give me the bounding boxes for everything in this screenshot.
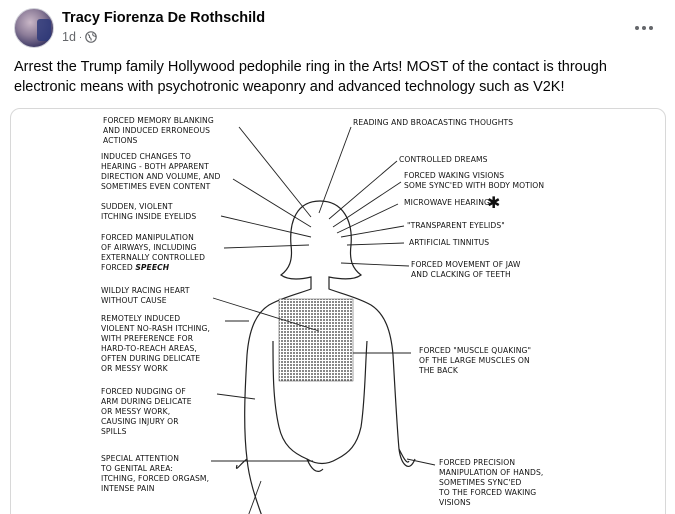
meta-separator: · [78, 31, 83, 43]
post-text-line: electronic means with psychotronic weapo… [14, 79, 565, 95]
post-image[interactable]: FORCED MEMORY BLANKING AND INDUCED ERRON… [10, 108, 666, 514]
label-itching-eyelids: SUDDEN, VIOLENT ITCHING INSIDE EYELIDS [101, 202, 196, 221]
label-transparent-eyelids: "TRANSPARENT EYELIDS" [407, 221, 505, 230]
label-tinnitus: ARTIFICIAL TINNITUS [409, 238, 489, 247]
post-meta: 1d · [62, 30, 98, 44]
label-jaw: FORCED MOVEMENT OF JAW AND CLACKING OF T… [411, 260, 523, 279]
label-memory: FORCED MEMORY BLANKING AND INDUCED ERRON… [103, 116, 216, 145]
post-text: Arrest the Trump family Hollywood pedoph… [14, 57, 664, 97]
label-thoughts: READING AND BROACASTING THOUGHTS [353, 118, 513, 127]
author-name[interactable]: Tracy Fiorenza De Rothschild [62, 10, 266, 26]
back-region [278, 298, 354, 382]
label-quaking: FORCED "MUSCLE QUAKING" OF THE LARGE MUS… [418, 346, 534, 375]
label-genital: SPECIAL ATTENTION TO GENITAL AREA: ITCHI… [100, 454, 212, 493]
label-precision: FORCED PRECISION MANIPULATION OF HANDS, … [438, 458, 546, 507]
globe-icon[interactable] [85, 31, 98, 43]
label-microwave: MICROWAVE HEARING [404, 198, 490, 207]
label-rash: REMOTELY INDUCED VIOLENT NO-RASH ITCHING… [101, 314, 212, 373]
post-text-line: Arrest the Trump family Hollywood pedoph… [14, 59, 607, 75]
avatar[interactable] [14, 8, 54, 48]
more-options-icon[interactable] [628, 12, 660, 44]
label-hearing: INDUCED CHANGES TO HEARING - BOTH APPARE… [101, 152, 223, 191]
label-visions: FORCED WAKING VISIONS SOME SYNC'ED WITH … [404, 171, 544, 190]
post-header: Tracy Fiorenza De Rothschild 1d · [14, 8, 664, 48]
label-airways: FORCED MANIPULATION OF AIRWAYS, INCLUDIN… [101, 233, 208, 272]
microwave-asterisk-icon: ✱ [487, 193, 500, 212]
label-dreams: CONTROLLED DREAMS [399, 155, 488, 164]
post-time[interactable]: 1d [62, 30, 76, 44]
body-diagram: FORCED MEMORY BLANKING AND INDUCED ERRON… [100, 116, 546, 514]
label-nudging: FORCED NUDGING OF ARM DURING DELICATE OR… [101, 387, 194, 436]
leader-lines [211, 126, 436, 514]
label-heart: WILDLY RACING HEART WITHOUT CAUSE [101, 286, 192, 305]
